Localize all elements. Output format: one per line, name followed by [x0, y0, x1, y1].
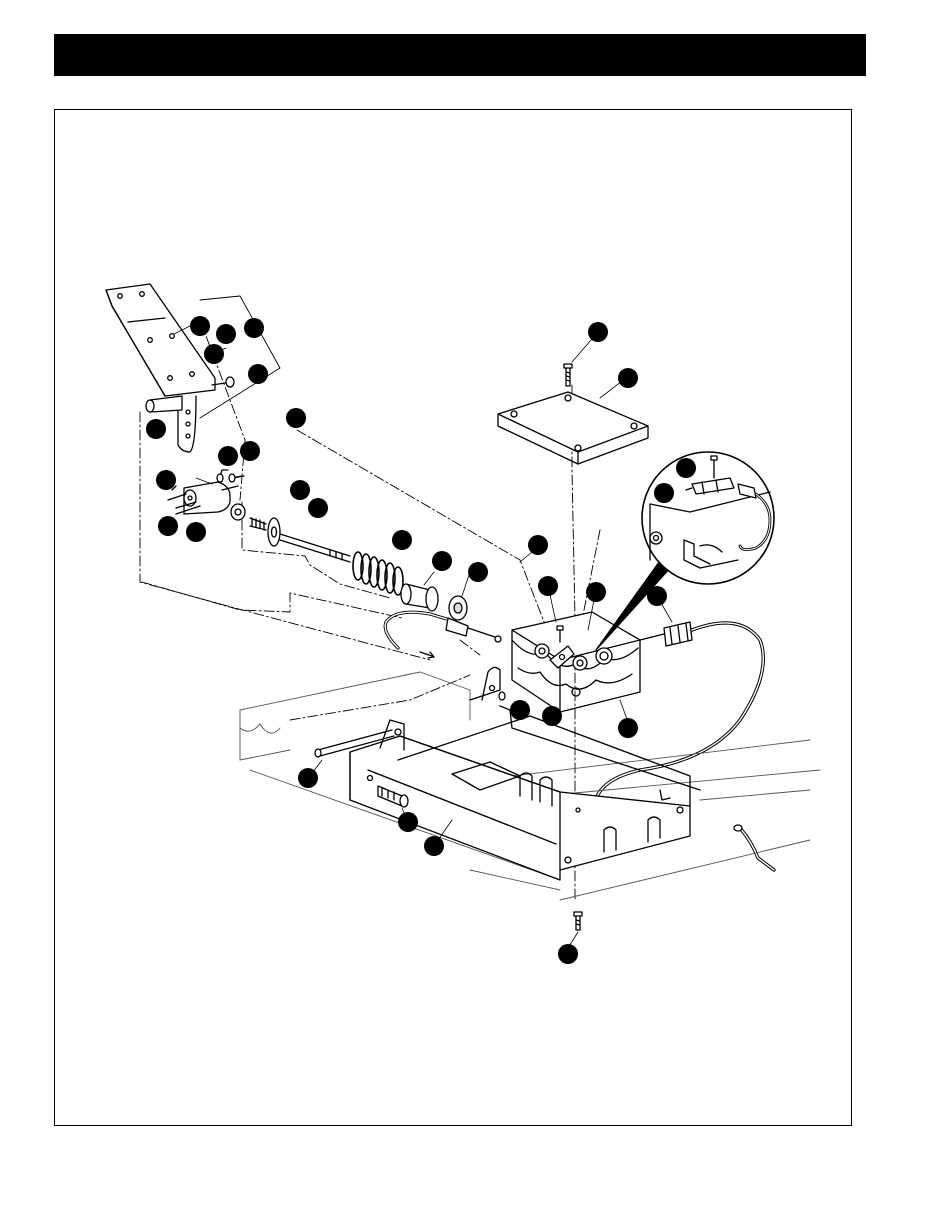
callout-marker	[586, 582, 606, 602]
box-cover	[497, 391, 649, 465]
return-spring	[352, 551, 404, 596]
accelerator-pedal	[105, 283, 281, 453]
callout-marker	[156, 470, 176, 490]
sensor-cable	[592, 621, 776, 872]
callout-dot	[647, 586, 667, 606]
callout-marker	[676, 458, 696, 478]
callout-marker	[286, 408, 306, 428]
callout-marker	[244, 318, 264, 338]
callout-marker	[218, 446, 238, 466]
callout-dot	[298, 768, 318, 788]
callout-marker	[248, 364, 268, 384]
callout-dot	[204, 344, 224, 364]
callout-marker	[398, 812, 418, 832]
callout-marker	[654, 483, 674, 503]
callout-dot	[432, 551, 452, 571]
callout-marker	[146, 419, 166, 439]
callout-marker	[558, 944, 578, 964]
callout-marker	[647, 586, 667, 606]
callout-marker	[190, 316, 210, 336]
callout-marker	[528, 535, 548, 555]
callout-dot	[398, 812, 418, 832]
callout-dot	[244, 318, 264, 338]
callout-dot	[190, 316, 210, 336]
callout-dot	[424, 836, 444, 856]
callout-marker	[204, 344, 224, 364]
callout-marker	[424, 836, 444, 856]
callout-dot	[586, 582, 606, 602]
callout-marker	[588, 322, 608, 342]
callout-marker	[538, 576, 558, 596]
frame-rail	[239, 671, 821, 901]
callout-dot	[558, 944, 578, 964]
callout-dot	[392, 530, 412, 550]
callout-dot	[218, 446, 238, 466]
callout-dot	[216, 324, 236, 344]
callouts	[146, 316, 696, 964]
callout-dot	[308, 498, 328, 518]
callout-marker	[308, 498, 328, 518]
callout-dot	[240, 441, 260, 461]
callout-marker	[432, 551, 452, 571]
callout-dot	[588, 322, 608, 342]
callout-dot	[528, 535, 548, 555]
cover-screw	[563, 363, 573, 387]
callout-dot	[542, 706, 562, 726]
callout-marker	[510, 700, 530, 720]
threaded-rod	[249, 517, 351, 563]
callout-dot	[676, 458, 696, 478]
callout-marker	[290, 480, 310, 500]
callout-dot	[538, 576, 558, 596]
callout-marker	[392, 530, 412, 550]
callout-marker	[542, 706, 562, 726]
callout-marker	[240, 441, 260, 461]
callout-marker	[468, 562, 488, 582]
throttle-cable	[383, 610, 502, 659]
callout-dot	[618, 368, 638, 388]
callout-marker	[216, 324, 236, 344]
rod-end-clevis	[175, 469, 246, 521]
pivot-pin	[314, 729, 395, 758]
mounting-bracket	[349, 666, 701, 881]
page-header-bar	[54, 34, 866, 76]
callout-marker	[186, 522, 206, 542]
callout-dot	[468, 562, 488, 582]
bottom-screw	[573, 911, 583, 931]
callout-dot	[618, 718, 638, 738]
callout-dot	[286, 408, 306, 428]
callout-dot	[156, 470, 176, 490]
figure-frame	[54, 109, 852, 1126]
callout-dot	[146, 419, 166, 439]
callout-marker	[618, 368, 638, 388]
bracket-screw	[366, 774, 409, 808]
callout-dot	[186, 522, 206, 542]
callout-dot	[248, 364, 268, 384]
callout-dot	[510, 700, 530, 720]
callout-dot	[290, 480, 310, 500]
detail-magnifier	[595, 451, 775, 651]
callout-marker	[298, 768, 318, 788]
callout-marker	[158, 516, 178, 536]
potentiometer-box	[511, 611, 641, 713]
rod-bushings	[400, 583, 468, 621]
callout-dot	[654, 483, 674, 503]
small-hardware	[167, 473, 243, 501]
callout-dot	[158, 516, 178, 536]
callout-marker	[618, 718, 638, 738]
